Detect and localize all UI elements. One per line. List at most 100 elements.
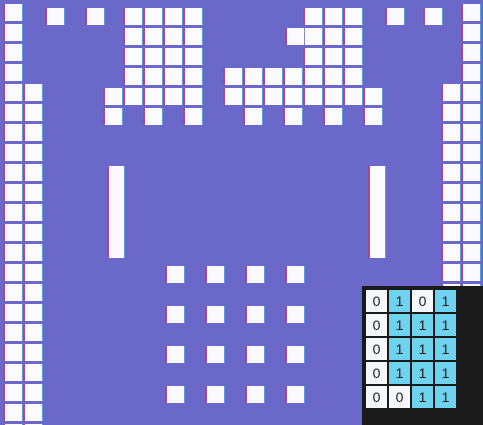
binary-cell: 1 <box>412 338 433 360</box>
right-wall-block <box>463 264 480 281</box>
left-paddle-bar <box>109 166 124 258</box>
binary-cell: 1 <box>435 362 456 384</box>
upper-right-cluster-block <box>365 88 382 105</box>
left-wall-block <box>25 184 42 201</box>
upper-left-cluster-block <box>145 108 162 125</box>
upper-right-cluster-block <box>225 68 242 85</box>
left-wall-block <box>5 244 22 261</box>
left-wall-block <box>25 244 42 261</box>
right-wall-block <box>443 84 460 101</box>
right-wall-block <box>463 124 480 141</box>
left-wall-block <box>5 384 22 401</box>
upper-left-cluster-block <box>185 8 202 25</box>
binary-cell: 1 <box>389 338 410 360</box>
upper-left-cluster-block <box>125 48 142 65</box>
left-wall-block <box>25 124 42 141</box>
binary-cell: 0 <box>366 362 387 384</box>
left-wall-block <box>5 104 22 121</box>
upper-right-cluster-block <box>365 108 382 125</box>
upper-right-cluster-block <box>245 68 262 85</box>
left-wall-block <box>5 64 22 81</box>
left-wall-block <box>5 24 22 41</box>
binary-cell: 0 <box>366 314 387 336</box>
binary-cell: 1 <box>412 362 433 384</box>
left-wall-block <box>25 304 42 321</box>
center-dot-block <box>247 306 264 323</box>
upper-right-cluster-block <box>345 8 362 25</box>
upper-right-cluster-block <box>325 48 342 65</box>
binary-cell: 0 <box>389 386 410 408</box>
upper-left-cluster-block <box>185 28 202 45</box>
upper-right-cluster-block <box>245 88 262 105</box>
left-wall-block <box>5 124 22 141</box>
binary-cell: 0 <box>366 338 387 360</box>
left-wall-block <box>25 284 42 301</box>
left-wall-block <box>5 224 22 241</box>
left-wall-block <box>25 84 42 101</box>
upper-left-cluster-block <box>145 8 162 25</box>
left-wall-block <box>5 204 22 221</box>
upper-right-cluster-block <box>325 108 342 125</box>
center-dot-block <box>287 346 304 363</box>
left-wall-block <box>5 84 22 101</box>
center-dot-block <box>287 266 304 283</box>
right-wall-block <box>463 164 480 181</box>
left-wall-block <box>25 324 42 341</box>
center-dot-block <box>167 266 184 283</box>
center-dot-block <box>247 346 264 363</box>
upper-right-cluster-block <box>305 68 322 85</box>
binary-cell: 0 <box>412 290 433 312</box>
binary-cell: 0 <box>366 290 387 312</box>
top-block <box>387 8 404 25</box>
upper-right-cluster-block <box>245 108 262 125</box>
left-wall-block <box>25 404 42 421</box>
right-wall-block <box>443 104 460 121</box>
center-dot-block <box>287 306 304 323</box>
upper-right-cluster-block <box>305 88 322 105</box>
upper-left-cluster-block <box>185 88 202 105</box>
upper-right-cluster-block <box>305 48 322 65</box>
right-wall-block <box>463 84 480 101</box>
upper-left-cluster-block <box>125 88 142 105</box>
upper-left-cluster-block <box>145 68 162 85</box>
left-wall-block <box>5 344 22 361</box>
left-wall-block <box>25 344 42 361</box>
left-wall-block <box>5 364 22 381</box>
upper-right-cluster-block <box>325 8 342 25</box>
upper-right-cluster-block <box>285 108 302 125</box>
upper-left-cluster-block <box>105 88 122 105</box>
left-wall-block <box>25 384 42 401</box>
right-wall-block <box>463 44 480 61</box>
upper-right-cluster-block <box>325 28 342 45</box>
upper-right-cluster-block <box>305 28 322 45</box>
left-wall-block <box>5 284 22 301</box>
left-wall-block <box>5 184 22 201</box>
right-wall-block <box>443 184 460 201</box>
binary-cell: 1 <box>389 362 410 384</box>
left-wall-block <box>5 324 22 341</box>
left-wall-block <box>25 224 42 241</box>
upper-right-cluster-block <box>305 8 322 25</box>
left-wall-block <box>25 104 42 121</box>
upper-left-cluster-block <box>145 28 162 45</box>
right-wall-block <box>463 4 480 21</box>
left-wall-block <box>25 264 42 281</box>
upper-left-cluster-block <box>145 48 162 65</box>
upper-right-cluster-block <box>265 88 282 105</box>
right-wall-block <box>463 144 480 161</box>
right-wall-block <box>443 164 460 181</box>
binary-cell: 0 <box>366 386 387 408</box>
left-wall-block <box>25 364 42 381</box>
left-wall-block <box>25 144 42 161</box>
upper-right-cluster-block <box>345 88 362 105</box>
right-wall-block <box>443 204 460 221</box>
left-wall-block <box>5 4 22 21</box>
upper-right-cluster-block <box>345 28 362 45</box>
upper-left-cluster-block <box>165 8 182 25</box>
left-wall-block <box>5 264 22 281</box>
